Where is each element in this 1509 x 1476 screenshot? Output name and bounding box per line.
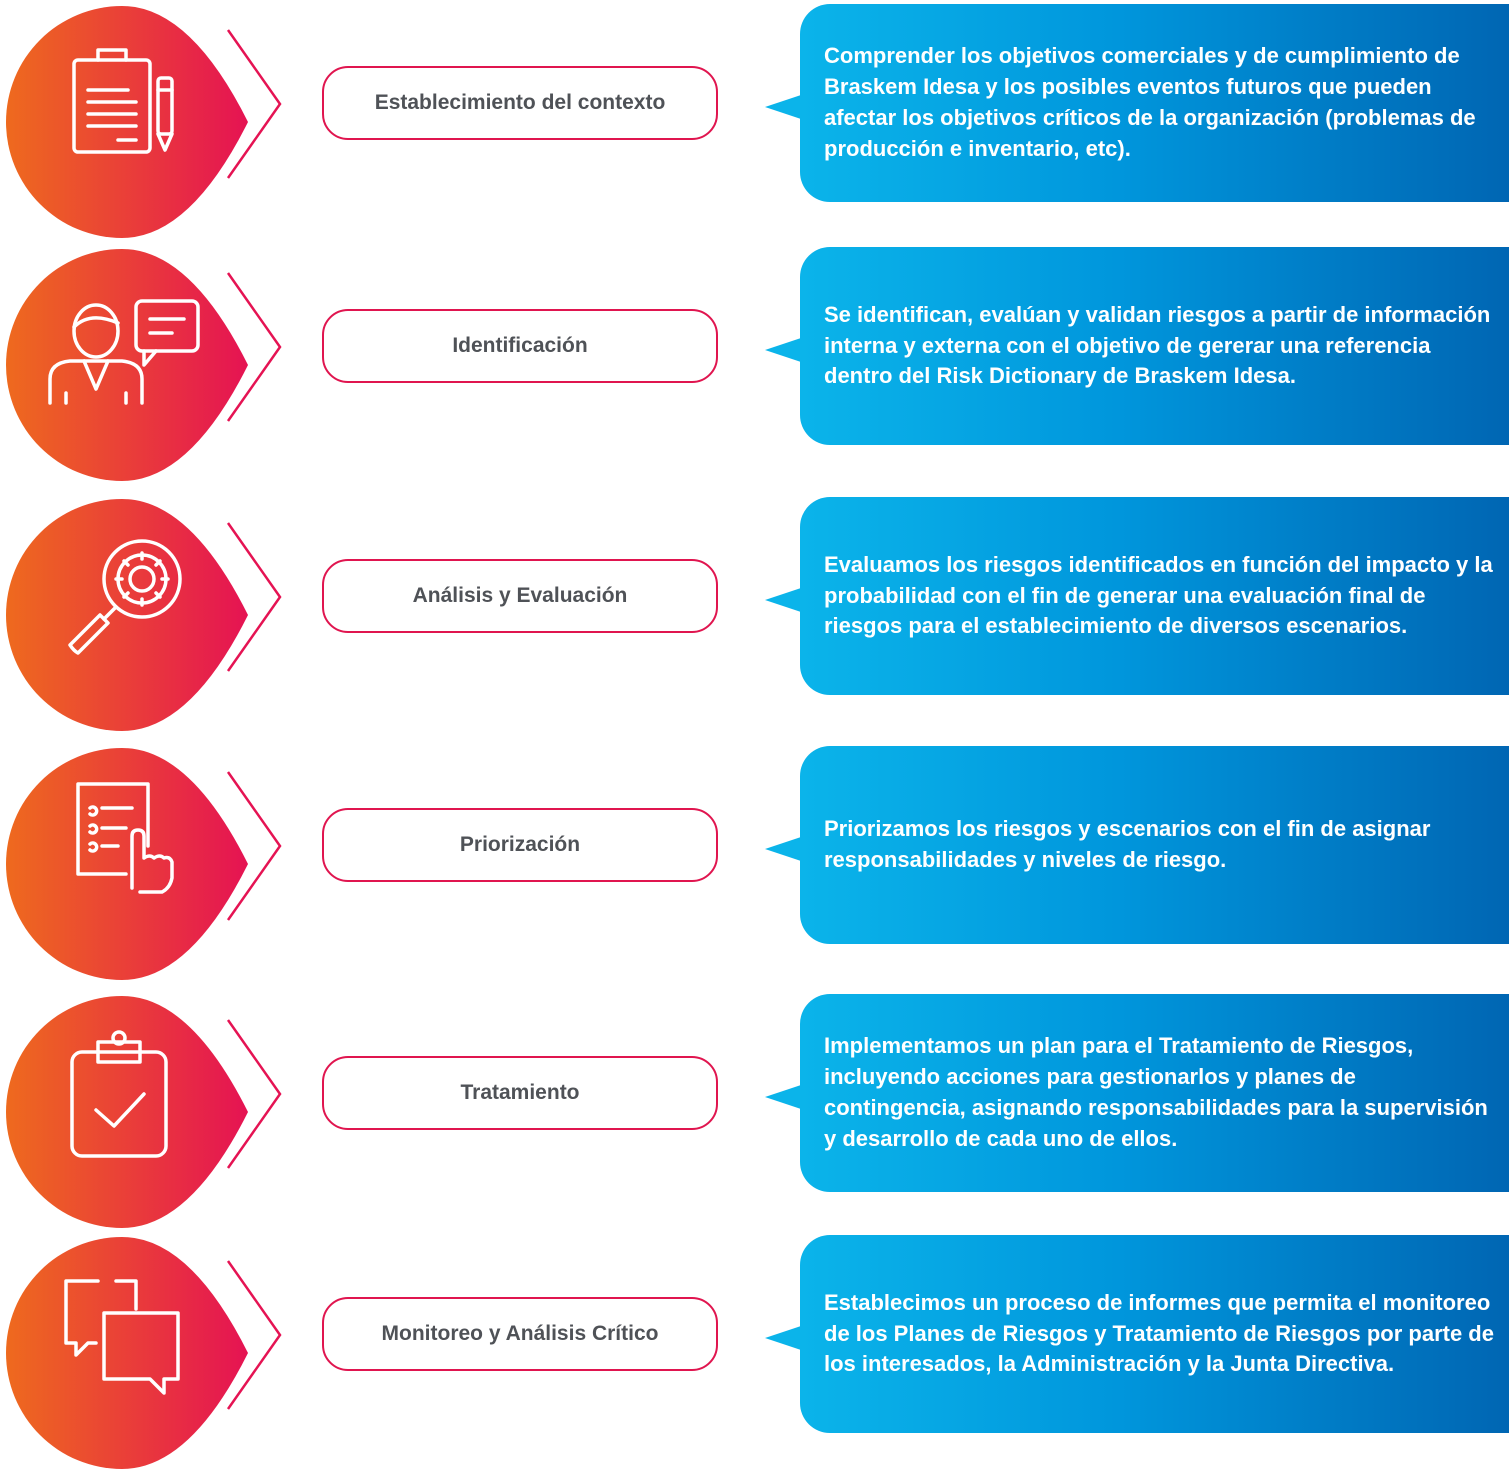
bubble-pointer <box>765 1326 801 1350</box>
step-description: Se identifican, evalúan y validan riesgo… <box>824 301 1491 389</box>
checklist-hand-icon <box>76 782 174 894</box>
step-badge <box>0 0 300 245</box>
person-chat-icon <box>48 299 200 405</box>
process-step: Análisis y Evaluación Evaluamos los ries… <box>0 493 1509 738</box>
process-step: Establecimiento del contexto Comprender … <box>0 0 1509 245</box>
step-description: Priorizamos los riesgos y escenarios con… <box>824 816 1431 872</box>
step-label-pill: Monitoreo y Análisis Crítico <box>322 1297 718 1371</box>
step-label: Monitoreo y Análisis Crítico <box>381 1322 659 1345</box>
chat-bubbles-icon <box>64 1279 180 1395</box>
process-step: Priorización Priorizamos los riesgos y e… <box>0 742 1509 987</box>
step-label: Análisis y Evaluación <box>412 584 628 607</box>
step-badge <box>0 243 300 488</box>
step-badge <box>0 990 300 1235</box>
step-description-bubble: Implementamos un plan para el Tratamient… <box>800 994 1509 1192</box>
bubble-pointer <box>765 1085 801 1109</box>
process-step: Identificación Se identifican, evalúan y… <box>0 243 1509 488</box>
step-badge <box>0 493 300 738</box>
bubble-pointer <box>765 338 801 362</box>
step-label: Tratamiento <box>460 1081 580 1104</box>
step-label-pill: Priorización <box>322 808 718 882</box>
bubble-pointer <box>765 588 801 612</box>
step-description: Evaluamos los riesgos identificados en f… <box>824 551 1493 639</box>
step-description-bubble: Establecimos un proceso de informes que … <box>800 1235 1509 1433</box>
step-label-pill: Análisis y Evaluación <box>322 559 718 633</box>
step-description-bubble: Evaluamos los riesgos identificados en f… <box>800 497 1509 695</box>
step-badge <box>0 742 300 987</box>
step-badge <box>0 1231 300 1476</box>
clipboard-pencil-icon <box>72 48 174 154</box>
bubble-pointer <box>765 95 801 119</box>
magnifier-gear-icon <box>68 539 182 655</box>
step-label: Priorización <box>459 833 581 856</box>
process-step: Monitoreo y Análisis Crítico Establecimo… <box>0 1231 1509 1476</box>
step-description-bubble: Comprender los objetivos comerciales y d… <box>800 4 1509 202</box>
step-label-pill: Tratamiento <box>322 1056 718 1130</box>
clipboard-check-icon <box>70 1030 168 1158</box>
step-label: Establecimiento del contexto <box>374 91 666 114</box>
step-label-pill: Establecimiento del contexto <box>322 66 718 140</box>
step-description-bubble: Se identifican, evalúan y validan riesgo… <box>800 247 1509 445</box>
step-description-bubble: Priorizamos los riesgos y escenarios con… <box>800 746 1509 944</box>
bubble-pointer <box>765 837 801 861</box>
step-description: Establecimos un proceso de informes que … <box>824 1289 1494 1377</box>
step-label: Identificación <box>452 334 588 357</box>
step-description: Implementamos un plan para el Tratamient… <box>824 1033 1488 1151</box>
step-label-pill: Identificación <box>322 309 718 383</box>
step-description: Comprender los objetivos comerciales y d… <box>824 43 1476 161</box>
process-step: Tratamiento Implementamos un plan para e… <box>0 990 1509 1235</box>
